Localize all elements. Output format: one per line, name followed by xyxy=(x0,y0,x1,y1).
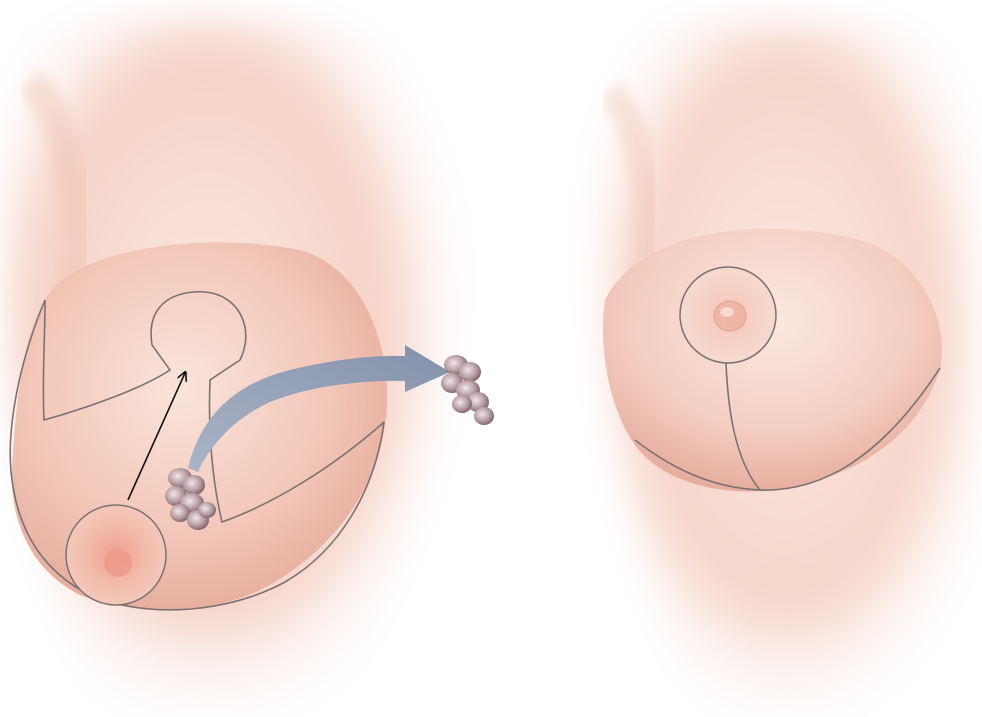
after-view xyxy=(590,20,982,717)
nipple-before xyxy=(104,549,132,577)
nipple-highlight xyxy=(720,307,734,317)
before-view xyxy=(3,15,494,717)
removed-tissue xyxy=(441,355,494,425)
